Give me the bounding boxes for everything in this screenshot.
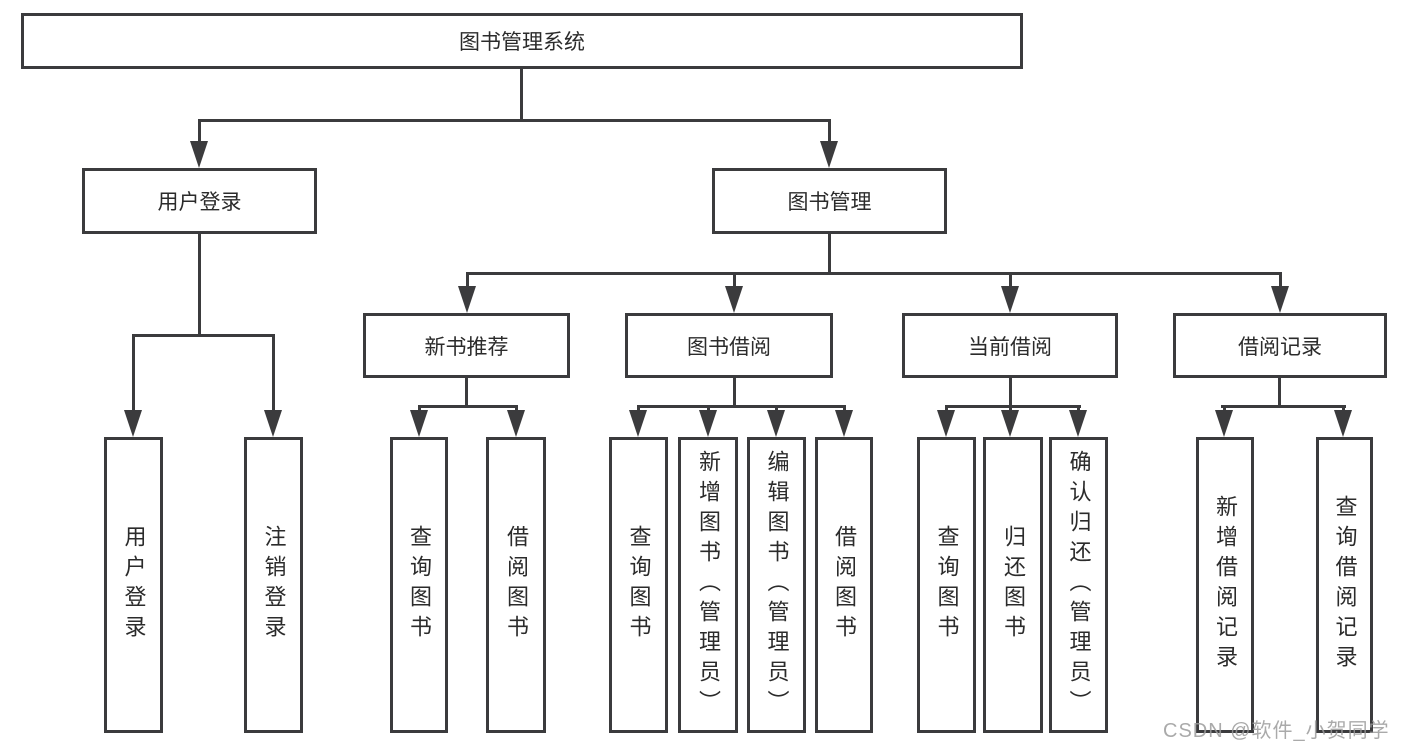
leaf-label: 借阅图书 bbox=[832, 525, 857, 645]
arrow-down-icon bbox=[507, 410, 525, 437]
node-new-book-recommend: 新书推荐 bbox=[363, 313, 570, 378]
node-label: 图书借阅 bbox=[687, 335, 771, 359]
node-borrow-records: 借阅记录 bbox=[1173, 313, 1387, 378]
arrow-down-icon bbox=[629, 410, 647, 437]
arrow-down-icon bbox=[264, 410, 282, 437]
leaf-query-borrow-record: 查询借阅记录 bbox=[1316, 437, 1373, 733]
node-label: 用户登录 bbox=[157, 191, 242, 214]
leaf-borrow-books-recommend: 借阅图书 bbox=[486, 437, 546, 733]
connector-stem bbox=[464, 378, 468, 408]
arrow-down-icon bbox=[937, 410, 955, 437]
arrow-down-icon bbox=[725, 286, 743, 313]
leaf-return-book: 归还图书 bbox=[983, 437, 1043, 733]
leaf-query-books-current: 查询图书 bbox=[917, 437, 976, 733]
connector-stem bbox=[519, 69, 523, 122]
arrow-down-icon bbox=[1001, 286, 1019, 313]
connector-drop bbox=[827, 120, 831, 160]
arrow-down-icon bbox=[1069, 410, 1087, 437]
connector-bar bbox=[636, 404, 846, 408]
connector-bar bbox=[417, 404, 518, 408]
leaf-label: 查询图书 bbox=[407, 525, 432, 645]
arrow-down-icon bbox=[1001, 410, 1019, 437]
connector-bar bbox=[1220, 404, 1346, 408]
arrow-down-icon bbox=[820, 141, 838, 168]
arrow-down-icon bbox=[410, 410, 428, 437]
arrow-down-icon bbox=[1334, 410, 1352, 437]
node-label: 当前借阅 bbox=[968, 335, 1052, 359]
arrow-down-icon bbox=[767, 410, 785, 437]
leaf-label: 查询借阅记录 bbox=[1332, 495, 1358, 675]
connector-bar bbox=[131, 333, 275, 337]
leaf-label: 查询图书 bbox=[626, 525, 652, 645]
leaf-edit-book-admin: 编辑图书（管理员） bbox=[747, 437, 806, 733]
leaf-label: 借阅图书 bbox=[504, 525, 529, 645]
node-label: 新书推荐 bbox=[424, 335, 509, 359]
arrow-down-icon bbox=[1215, 410, 1233, 437]
leaf-label: 编辑图书（管理员） bbox=[764, 450, 790, 720]
node-root: 图书管理系统 bbox=[21, 13, 1023, 69]
leaf-query-books-borrowing: 查询图书 bbox=[609, 437, 668, 733]
leaf-borrow-books: 借阅图书 bbox=[815, 437, 873, 733]
leaf-label: 确认归还（管理员） bbox=[1066, 450, 1092, 720]
leaf-user-login: 用户登录 bbox=[104, 437, 163, 733]
leaf-confirm-return-admin: 确认归还（管理员） bbox=[1049, 437, 1108, 733]
node-label: 借阅记录 bbox=[1238, 335, 1322, 359]
leaf-label: 用户登录 bbox=[121, 525, 147, 645]
connector-drop bbox=[197, 120, 201, 160]
connector-drop bbox=[131, 335, 135, 429]
connector-stem bbox=[1008, 378, 1012, 408]
leaf-label: 新增图书（管理员） bbox=[696, 450, 721, 720]
connector-bar bbox=[197, 118, 831, 122]
arrow-down-icon bbox=[124, 410, 142, 437]
leaf-label: 查询图书 bbox=[934, 525, 960, 645]
connector-stem bbox=[732, 378, 736, 408]
connector-stem bbox=[1277, 378, 1281, 408]
arrow-down-icon bbox=[190, 141, 208, 168]
arrow-down-icon bbox=[699, 410, 717, 437]
arrow-down-icon bbox=[835, 410, 853, 437]
leaf-label: 新增借阅记录 bbox=[1213, 495, 1238, 675]
node-user-login: 用户登录 bbox=[82, 168, 317, 234]
leaf-logout: 注销登录 bbox=[244, 437, 303, 733]
leaf-label: 归还图书 bbox=[1001, 525, 1026, 645]
leaf-label: 注销登录 bbox=[261, 525, 287, 645]
connector-drop bbox=[271, 335, 275, 429]
connector-bar bbox=[465, 271, 1282, 275]
leaf-add-book-admin: 新增图书（管理员） bbox=[678, 437, 738, 733]
node-current-borrowing: 当前借阅 bbox=[902, 313, 1118, 378]
leaf-add-borrow-record: 新增借阅记录 bbox=[1196, 437, 1254, 733]
leaf-query-books-recommend: 查询图书 bbox=[390, 437, 448, 733]
connector-stem bbox=[827, 234, 831, 275]
arrow-down-icon bbox=[458, 286, 476, 313]
connector-stem bbox=[197, 234, 201, 337]
node-root-label: 图书管理系统 bbox=[459, 31, 585, 54]
connector-bar bbox=[944, 404, 1081, 408]
csdn-watermark: CSDN @软件_小贺同学 bbox=[1163, 720, 1390, 742]
arrow-down-icon bbox=[1271, 286, 1289, 313]
node-book-borrowing: 图书借阅 bbox=[625, 313, 833, 378]
node-book-management: 图书管理 bbox=[712, 168, 947, 234]
node-label: 图书管理 bbox=[787, 191, 872, 214]
